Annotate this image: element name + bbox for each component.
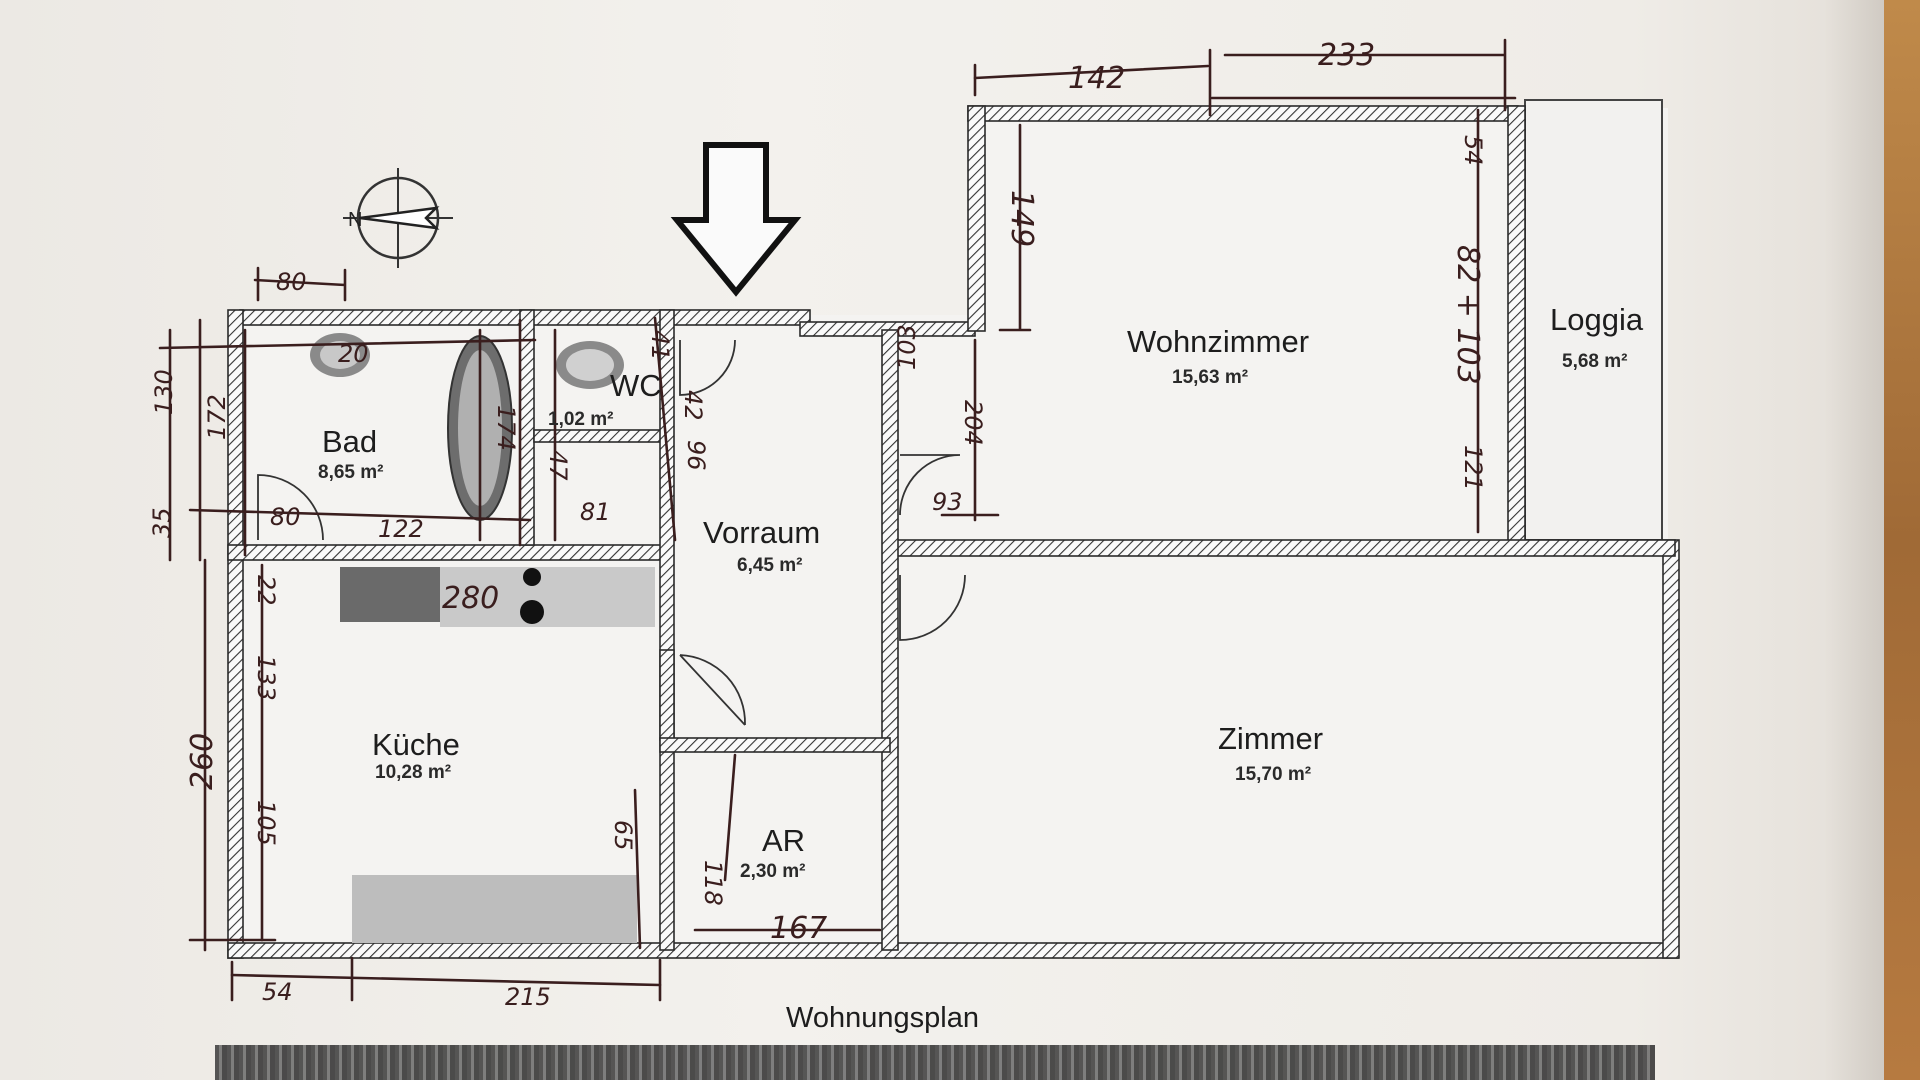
dim-ar-vertical: 118 <box>699 860 727 906</box>
dim-top-right: 233 <box>1318 38 1375 73</box>
room-name-wc: WC <box>610 368 662 403</box>
room-name-loggia: Loggia <box>1550 302 1644 337</box>
room-name-bad: Bad <box>322 424 377 459</box>
room-area-wohnzimmer: 15,63 m² <box>1172 367 1248 388</box>
dim-door-wz-b: 204 <box>959 400 987 446</box>
room-labels: Bad 8,65 m² WC 1,02 m² Vorraum 6,45 m² K… <box>318 302 1644 882</box>
dim-top-left: 142 <box>1068 61 1125 96</box>
walls <box>227 105 1680 959</box>
dim-kitchen-bottom-a: 54 <box>262 978 293 1006</box>
dim-door-wz-a: 103 <box>893 324 921 370</box>
dim-wc-d: 81 <box>580 498 611 526</box>
dim-kitchen-left-d: 105 <box>252 800 280 846</box>
dim-wc-e: 96 <box>682 440 710 471</box>
dimension-numbers: 142 233 149 54 82 + 103 121 103 204 93 8… <box>148 38 1487 1011</box>
dim-wz-left: 149 <box>1004 190 1039 247</box>
dim-kitchen-left-b: 133 <box>252 655 280 701</box>
dim-wz-right: 54 <box>1459 135 1487 166</box>
dim-wz-right-low: 121 <box>1459 445 1487 491</box>
room-name-ar: AR <box>762 823 805 858</box>
dim-bad-fixture: 20 <box>338 340 369 368</box>
fixtures <box>310 333 655 943</box>
room-area-bad: 8,65 m² <box>318 462 383 483</box>
room-area-wc: 1,02 m² <box>548 409 613 430</box>
dim-bad-left-c: 35 <box>148 507 176 538</box>
dim-tub: 174 <box>492 405 520 451</box>
plan-caption: Wohnungsplan <box>786 1002 979 1034</box>
dim-bad-left-b: 172 <box>203 394 231 440</box>
room-name-vorraum: Vorraum <box>703 515 820 550</box>
dim-kitchen-bottom-b: 215 <box>505 983 551 1011</box>
dim-bad-left-a: 130 <box>150 369 178 415</box>
wooden-table-edge <box>1884 0 1920 1080</box>
room-name-wohnzimmer: Wohnzimmer <box>1127 324 1309 359</box>
dim-kitchen-left-c: 260 <box>185 733 220 790</box>
second-page-edge <box>215 1045 1655 1080</box>
compass-north-label: N <box>348 209 362 231</box>
room-area-kueche: 10,28 m² <box>375 762 451 783</box>
dim-wc-c: 47 <box>544 450 572 481</box>
dim-ar-bottom: 167 <box>770 911 827 946</box>
paper-edge <box>1824 0 1884 1080</box>
doors <box>257 339 966 726</box>
room-name-zimmer: Zimmer <box>1218 721 1323 756</box>
dim-bad-top: 80 <box>276 268 307 296</box>
room-name-kueche: Küche <box>372 727 460 762</box>
dim-bad-door: 80 <box>270 503 301 531</box>
compass-icon: N <box>343 168 453 268</box>
room-area-zimmer: 15,70 m² <box>1235 764 1311 785</box>
dim-bad-bottom: 122 <box>378 515 424 543</box>
dim-wz-right-mid: 82 + 103 <box>1450 245 1485 385</box>
dim-kitchen-counter: 280 <box>442 581 499 616</box>
dimension-lines <box>158 38 1517 1002</box>
dim-kitchen-right: 65 <box>609 820 637 851</box>
room-floors <box>240 99 1668 955</box>
room-area-ar: 2,30 m² <box>740 861 805 882</box>
dim-wc-b: 42 <box>679 390 707 421</box>
room-area-vorraum: 6,45 m² <box>737 555 802 576</box>
dim-door-wz-c: 93 <box>932 488 963 516</box>
dim-kitchen-left-a: 22 <box>252 575 280 606</box>
room-area-loggia: 5,68 m² <box>1562 351 1627 372</box>
dim-wc-a: 41 <box>646 330 674 361</box>
entrance-arrow-icon <box>670 142 802 297</box>
